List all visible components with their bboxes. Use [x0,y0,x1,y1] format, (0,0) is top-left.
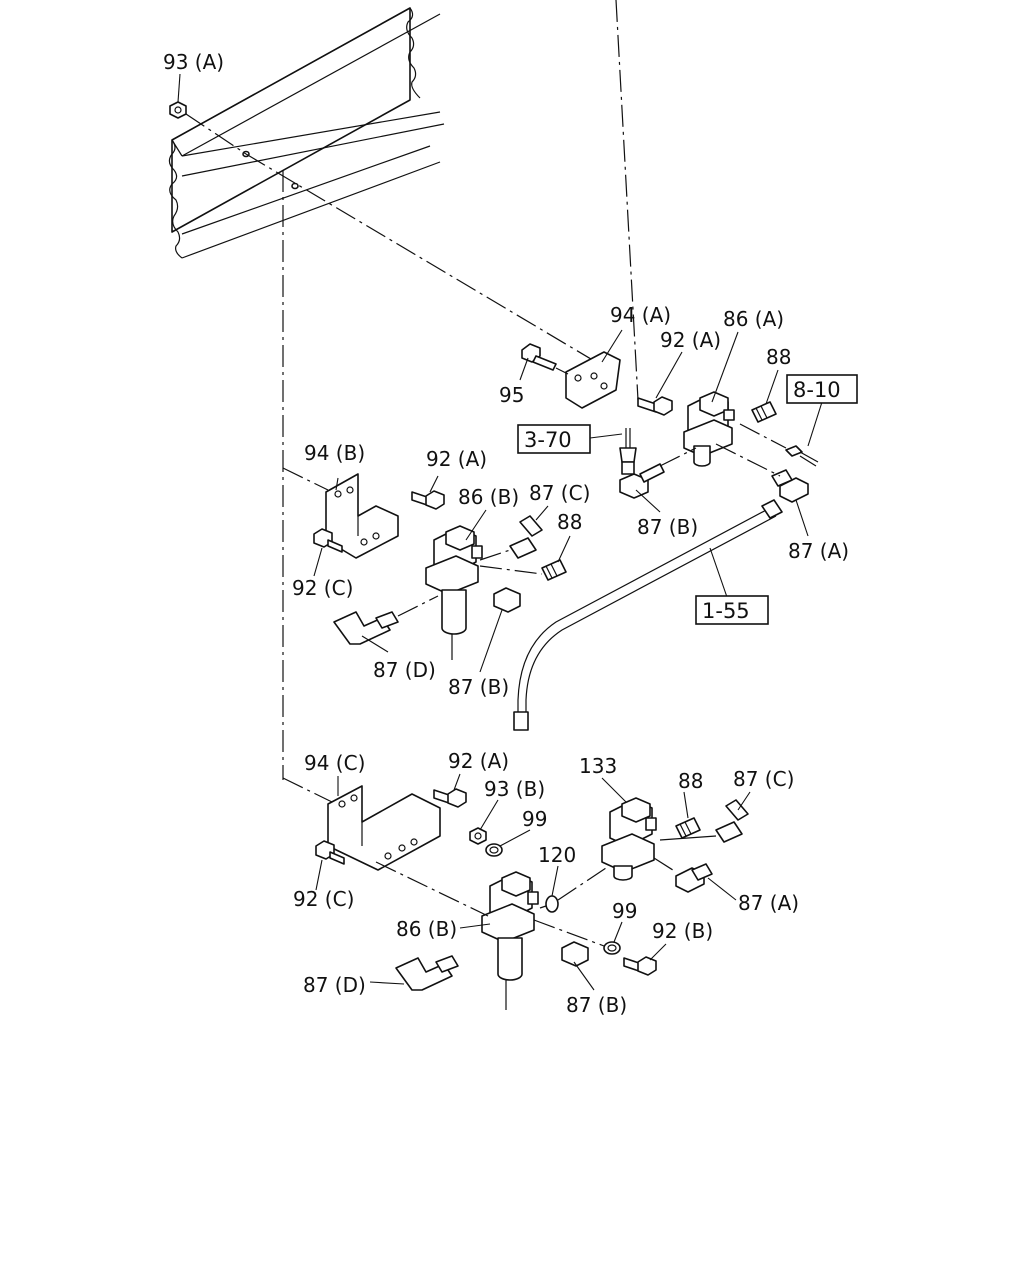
label-120: 120 [538,843,576,867]
bolt-92a-lower [433,788,467,808]
bolt-95 [521,343,569,375]
label-86b-lower: 86 (B) [396,917,457,941]
label-87d-middle: 87 (D) [373,658,436,682]
bolt-92a-middle [411,490,445,510]
label-87d-lower: 87 (D) [303,973,366,997]
label-99-upper: 99 [522,807,547,831]
label-87b-middle: 87 (B) [448,675,509,699]
label-87a-upper: 87 (A) [788,539,849,563]
label-92c-lower: 92 (C) [293,887,354,911]
label-95: 95 [499,383,524,407]
label-87c-lower: 87 (C) [733,767,794,791]
label-93b: 93 (B) [484,777,545,801]
ref-box-3-70 [517,424,591,454]
label-92a-lower: 92 (A) [448,749,509,773]
centerline-diagonal [245,153,597,363]
fitting-87a-lower [653,857,713,893]
label-93a: 93 (A) [163,50,224,74]
fitting-87b-lower [561,941,589,967]
frame-rail [168,7,445,259]
label-94c: 94 (C) [304,751,365,775]
plug-88-middle [479,559,567,581]
label-133: 133 [579,754,617,778]
valve-86b-middle [425,525,483,660]
fitting-87b-upper [619,447,697,499]
ref-8-10: 8-10 [793,378,841,402]
label-94a: 94 (A) [610,303,671,327]
nut-93b [469,827,487,845]
bracket-94c [327,785,441,871]
valve-86a [683,391,735,467]
bolt-92c-middle [313,528,343,553]
fitting-87d-middle [333,595,439,645]
bolt-92b [623,956,657,976]
oring-120 [545,867,607,913]
fitting-87d-lower [395,955,459,991]
plug-88-upper [751,401,777,423]
label-94b: 94 (B) [304,441,365,465]
fitting-87c-middle [479,515,543,561]
fitting-87a-upper [715,443,809,503]
label-88-lower: 88 [678,769,703,793]
label-86a: 86 (A) [723,307,784,331]
leader-lines [177,73,823,991]
label-88-middle: 88 [557,510,582,534]
washer-99-upper [485,843,503,857]
label-88-upper: 88 [766,345,791,369]
ref-1-55: 1-55 [702,599,750,623]
label-87b-lower: 87 (B) [566,993,627,1017]
ref-box-8-10 [786,374,858,404]
ref-3-70: 3-70 [524,428,572,452]
ref-box-1-55 [695,595,769,625]
fitting-87c-lower [659,799,749,843]
label-87b-upper: 87 (B) [637,515,698,539]
valve-133 [601,797,657,881]
bracket-94a [565,351,621,409]
label-99-lower: 99 [612,899,637,923]
plug-88-lower [675,817,701,839]
label-92a-middle: 92 (A) [426,447,487,471]
label-87c-middle: 87 (C) [529,481,590,505]
valve-86b-lower [375,861,547,1010]
label-92b: 92 (B) [652,919,713,943]
washer-99-lower [533,919,621,955]
sensor-3-70 [619,428,637,475]
nut-93a [169,101,247,155]
label-92a-upper: 92 (A) [660,328,721,352]
label-92c-middle: 92 (C) [292,576,353,600]
hose-1-55 [513,499,783,731]
bolt-92a-upper [615,0,673,416]
label-86b-middle: 86 (B) [458,485,519,509]
connector-8-10 [739,423,819,467]
bolt-92c-lower [315,840,345,865]
fitting-87b-middle [493,587,521,613]
label-87a-lower: 87 (A) [738,891,799,915]
